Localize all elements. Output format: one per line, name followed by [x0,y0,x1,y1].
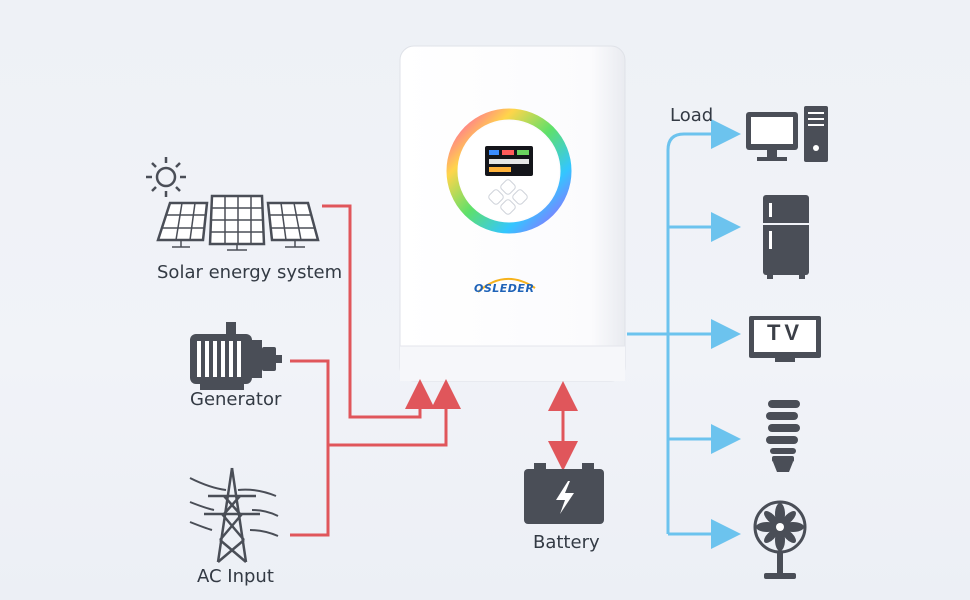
solar-label: Solar energy system [157,262,343,283]
generator-label: Generator [190,389,282,410]
load-label: Load [670,105,714,126]
computer-icon [746,106,828,162]
fan-icon [753,500,807,579]
solar-panel-icon [156,194,320,251]
tv-screen-text: TV [766,320,804,345]
brand-logo-text: OSLEDER [474,282,535,295]
light-bulb-icon [766,400,800,472]
ac-input-label: AC Input [197,566,274,587]
battery-icon [524,463,604,524]
refrigerator-icon [763,195,809,279]
output-lines [627,119,741,549]
inverter-device [399,45,626,382]
rgb-light-ring [446,108,572,234]
control-buttons[interactable] [488,179,529,216]
sun-icon [146,157,186,197]
generator-icon [190,322,282,390]
battery-label: Battery [533,532,600,553]
brand-swoosh [477,277,536,293]
input-lines [290,204,578,537]
tv-icon [749,316,821,362]
transmission-tower-icon [189,467,279,563]
